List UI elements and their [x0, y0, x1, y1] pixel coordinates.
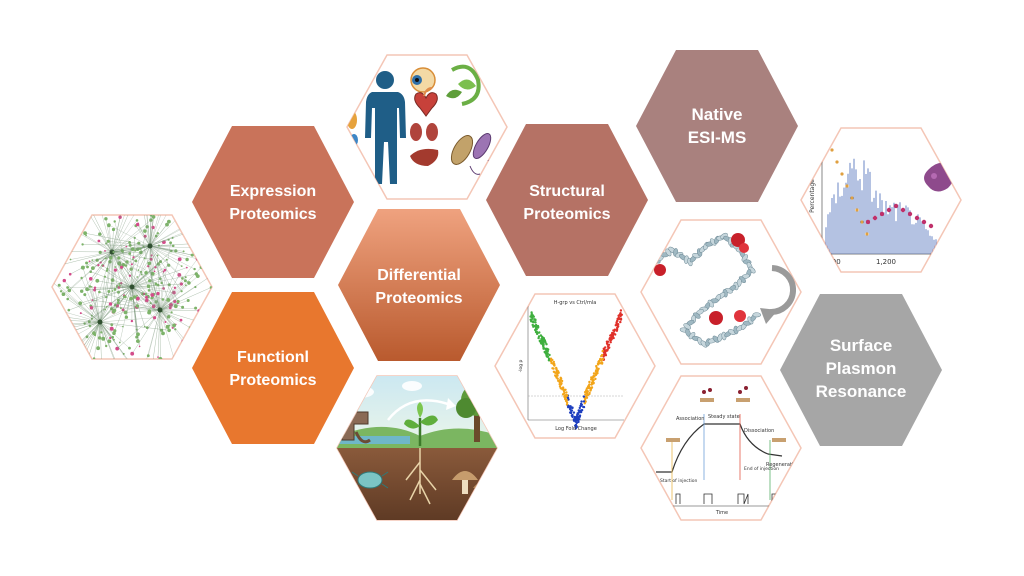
- expression-proteomics-hexagon: Expression Proteomics: [192, 126, 354, 278]
- spr-start-injection: Start of injection: [660, 478, 698, 484]
- ms-tick-1200: 1,200: [876, 258, 896, 266]
- ms-ylabel: Percentage: [809, 179, 816, 213]
- volcano-plot-hexagon: H-grp vs Ctrl/mla Log Fold Change -log p: [494, 293, 656, 439]
- volcano-ylabel: -log p: [518, 359, 524, 372]
- spr-time-label: Time: [715, 510, 728, 516]
- spr-regeneration: Regeneration: [766, 462, 800, 468]
- spr-dissociation: Dissociation: [744, 428, 774, 434]
- eye-icon: [410, 67, 436, 93]
- spr-sensorgram-hexagon: Association Steady state Dissociation Re…: [640, 375, 802, 521]
- native-line1: Native: [691, 105, 742, 124]
- ecosystem-image-hexagon: [336, 375, 498, 521]
- mass-spectrum-hexagon: Percentage 800 1,200: [800, 127, 962, 273]
- volcano-xlabel: Log Fold Change: [555, 426, 597, 432]
- surface-plasmon-resonance-hexagon: Surface Plasmon Resonance: [780, 294, 942, 446]
- spr-line1: Surface: [830, 336, 892, 355]
- native-line2: ESI-MS: [688, 128, 747, 147]
- volcano-title: H-grp vs Ctrl/mla: [554, 300, 597, 306]
- protein-network-graphic: [52, 215, 212, 359]
- kidney-icon: [410, 123, 438, 141]
- organism-image-hexagon: [346, 54, 508, 200]
- spr-line3: Resonance: [816, 382, 907, 401]
- spr-association: Association: [676, 416, 704, 422]
- volcano-points: [529, 309, 623, 430]
- heart-icon: [414, 87, 438, 117]
- structural-proteomics-hexagon: Structural Proteomics: [486, 124, 648, 276]
- liver-icon: [410, 148, 439, 166]
- expression-line1: Expression: [230, 183, 316, 200]
- protein-ribbon-graphic: [649, 232, 762, 348]
- seedling-icon: [404, 402, 438, 446]
- spr-end-injection: End of injection: [744, 466, 779, 472]
- microbe-icon: [351, 471, 389, 489]
- spr-line2: Plasmon: [826, 359, 897, 378]
- network-image-hexagon: [51, 214, 213, 360]
- ms-tick-800: 800: [827, 258, 840, 266]
- functional-line1: Functionl: [237, 349, 309, 366]
- structural-line2: Proteomics: [523, 206, 610, 223]
- sensor-chip-icons: [666, 398, 786, 442]
- differential-line2: Proteomics: [375, 290, 462, 307]
- differential-proteomics-hexagon: Differential Proteomics: [338, 209, 500, 361]
- functional-proteomics-hexagon: Functionl Proteomics: [192, 292, 354, 444]
- expression-line2: Proteomics: [229, 206, 316, 223]
- spr-steady-state: Steady state: [708, 414, 740, 420]
- rotation-arrow-icon: [760, 265, 796, 324]
- protein-structure-hexagon: [640, 219, 802, 365]
- structural-line1: Structural: [529, 183, 605, 200]
- differential-line1: Differential: [377, 267, 461, 284]
- mass-spectrum-peaks: [825, 148, 945, 254]
- plant-leaf-icon: [446, 64, 481, 106]
- functional-line2: Proteomics: [229, 372, 316, 389]
- native-esi-ms-hexagon: Native ESI-MS: [636, 50, 798, 202]
- human-body-icon: [365, 71, 406, 184]
